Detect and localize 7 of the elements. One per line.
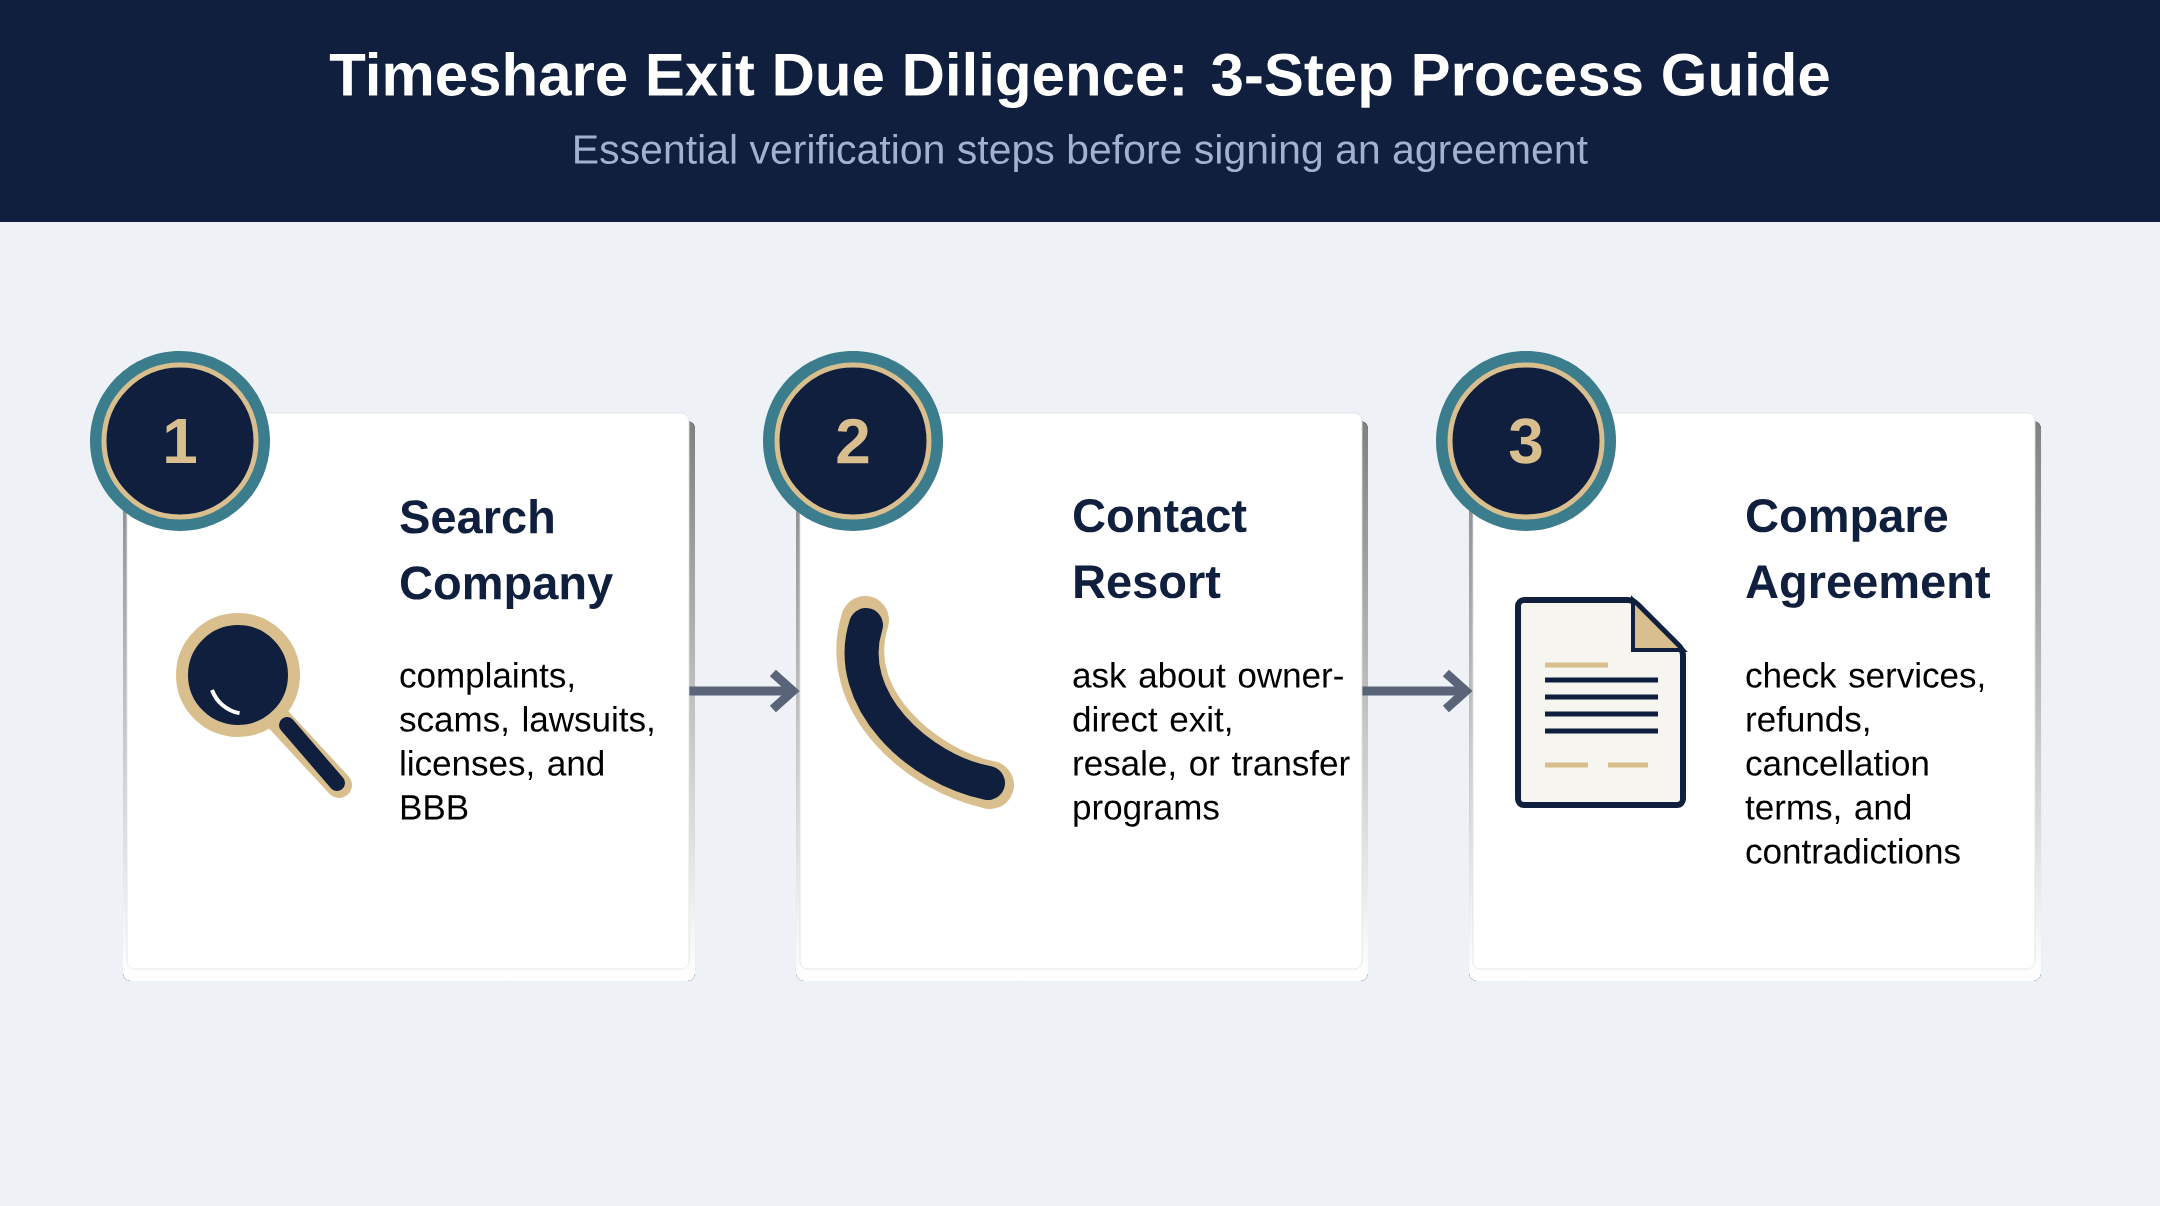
step-number: 2: [763, 351, 943, 531]
arrow: [1362, 669, 1473, 713]
step-number: 1: [90, 351, 270, 531]
step-number: 3: [1436, 351, 1616, 531]
subtitle: Essential verification steps before signing an agreement: [575, 133, 1588, 173]
arrow: [689, 669, 800, 713]
title: Timeshare Exit Due Diligence: 3-Step Process Guide: [329, 51, 1829, 109]
